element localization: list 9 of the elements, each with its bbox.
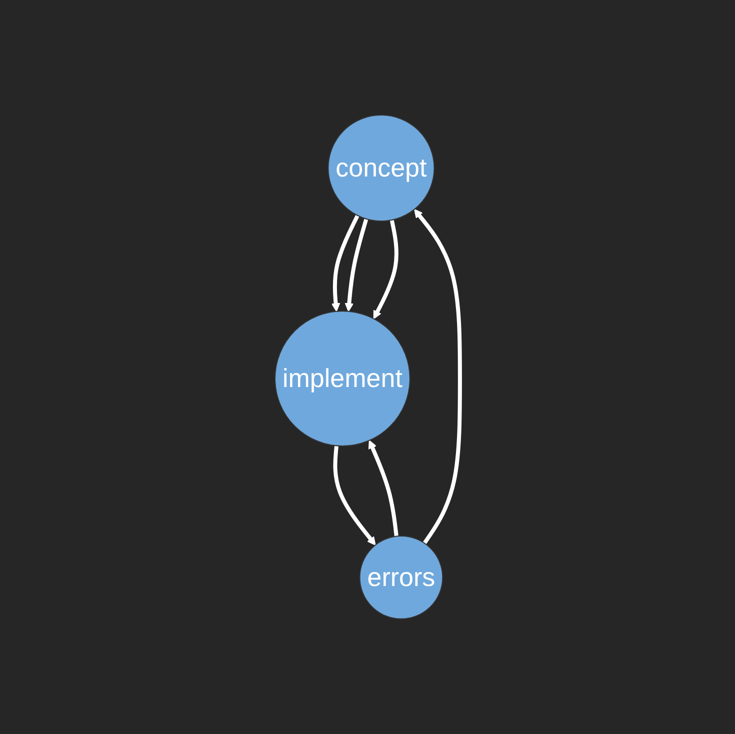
arrow [333,446,376,546]
arrow [373,220,398,320]
arrow [414,209,462,544]
arrow [344,218,368,312]
arrow [331,214,360,312]
node-circle: errors [359,536,444,620]
node-circle: concept [328,114,435,222]
node-circle: implement [274,310,410,447]
arrow [368,440,398,537]
